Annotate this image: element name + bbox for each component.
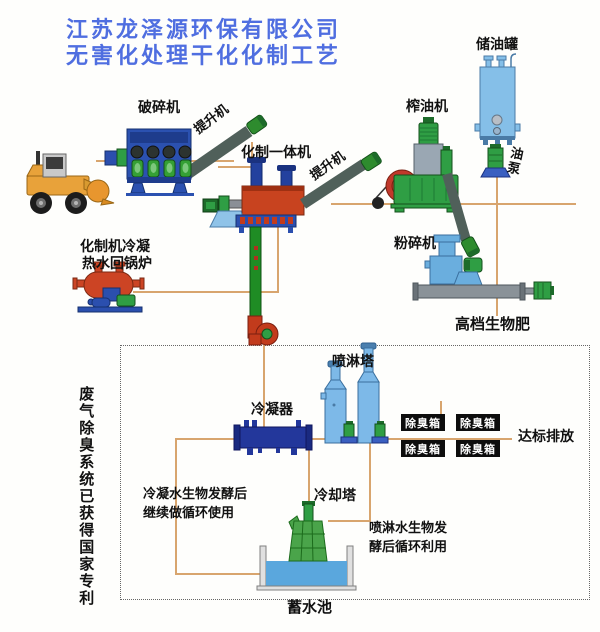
boiler-note-line2: 热水回锅炉 [82,257,152,272]
condenser-unit [233,420,313,455]
boiler-condensate-tank [72,261,145,313]
discharge-conveyor [442,172,480,258]
boiler-note-line1: 化制机冷凝 [80,240,150,255]
cooling-tower-label: 冷却塔 [314,489,356,504]
oil-press-machine [372,117,461,213]
company-title: 江苏龙泽源环保有限公司 [66,17,342,42]
deodorize-box-4-label: 除臭箱 [460,443,496,456]
deodorization-system-boundary [120,345,590,600]
spray-note-line2: 酵后循环利用 [369,539,448,554]
integrated-rendering-machine [202,157,305,233]
deodorize-box-3: 除臭箱 [401,440,445,457]
cooling-tower-unit [288,501,328,562]
elevator-conveyor-2 [299,151,382,209]
deodorize-box-3-label: 除臭箱 [405,443,441,456]
condensate-note-line1: 冷凝水生物发酵后 [143,486,248,501]
patent-vertical-text: 废气除臭系统已获得国家专利 [77,386,94,607]
oil-storage-tank-label: 储油罐 [476,38,518,53]
spray-tower-label: 喷淋塔 [332,355,374,370]
discharge-label: 达标排放 [518,430,574,445]
process-subtitle: 无害化处理干化化制工艺 [66,43,342,68]
exhaust-pipe-and-blower [247,226,279,346]
deodorize-box-1: 除臭箱 [401,414,445,431]
crusher-label: 破碎机 [138,101,180,116]
deodorize-box-4: 除臭箱 [456,440,500,457]
bio-fertilizer-label: 高档生物肥 [455,317,531,333]
oil-pump [480,144,511,178]
integrated-rendering-machine-label: 化制一体机 [241,146,311,161]
deodorize-box-2-label: 除臭箱 [460,417,496,430]
pulverizer-label: 粉碎机 [394,237,436,252]
deodorize-box-2: 除臭箱 [456,414,500,431]
wheel-loader [26,151,115,214]
oil-press-label: 榨油机 [406,100,448,115]
water-pool [256,545,357,591]
water-pool-label: 蓄水池 [287,600,333,616]
deodorize-box-1-label: 除臭箱 [405,417,441,430]
oil-storage-tank [474,53,521,145]
spray-towers [320,342,389,444]
spray-note-line1: 喷淋水生物发 [369,520,448,535]
pulverizer-machine [412,234,554,301]
condensate-note-line2: 继续做循环使用 [143,505,235,520]
crusher-machine [104,128,194,196]
condenser-label: 冷凝器 [251,403,293,418]
elevator-conveyor-1 [180,114,268,181]
